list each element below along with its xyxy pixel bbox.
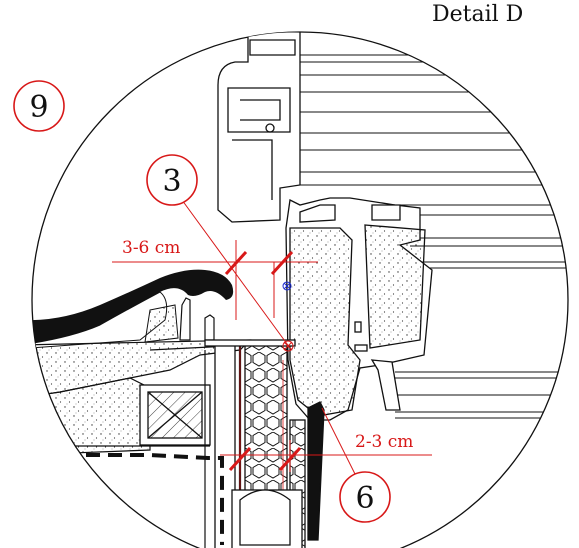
vapour-barrier [32,453,224,545]
roof-tile-profile [32,269,234,349]
dimension-label-upper: 3-6 cm [122,238,180,258]
dimension-lower [220,407,432,477]
dimension-upper [112,199,318,352]
callout-9-label: 9 [29,90,48,125]
callout-6: 6 [339,471,391,523]
fastener-marks [282,281,292,291]
callout-9: 9 [13,80,65,132]
window-frame-sill [285,197,433,421]
timber-beam [139,384,211,446]
callout-3: 3 [146,154,198,206]
detail-title: Detail D [432,2,524,27]
dimension-label-lower: 2-3 cm [355,432,413,452]
upper-frame-profile [217,32,301,223]
callout-3-label: 3 [162,164,181,199]
wall-post [204,339,325,548]
callout-6-label: 6 [355,481,374,516]
